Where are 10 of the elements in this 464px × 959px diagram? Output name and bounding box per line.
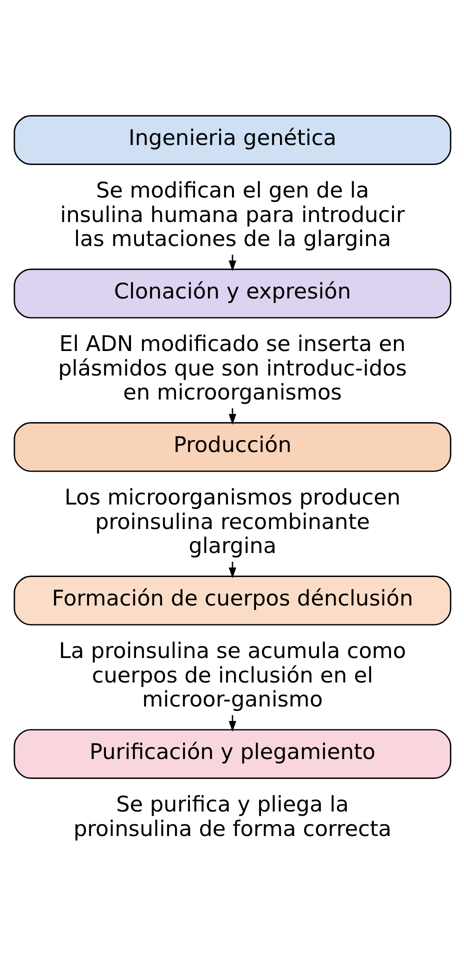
- node-text: Se modifican el gen de la insulina humana para introducir las mutaciones de la glargina: [60, 178, 404, 252]
- node-text: El ADN modificado se inserta en plásmidos que son introduc-idos en microorganismos: [58, 332, 406, 406]
- node-text: Los microorganismos producen proinsulina recombinante glargina: [64, 485, 400, 559]
- node-box: Producción: [13, 422, 451, 472]
- node-box: Purificación y plegamiento: [13, 728, 451, 778]
- node-text: La proinsulina se acumula como cuerpos de inclusión en el microor-ganismo: [58, 638, 406, 712]
- node-box: Formación de cuerpos dénclusión: [13, 575, 451, 625]
- node-text: Se purifica y pliega la proinsulina de forma correcta: [73, 792, 391, 842]
- node-box: Ingenieria genética: [13, 114, 451, 164]
- node-box: Clonación y expresión: [13, 268, 451, 318]
